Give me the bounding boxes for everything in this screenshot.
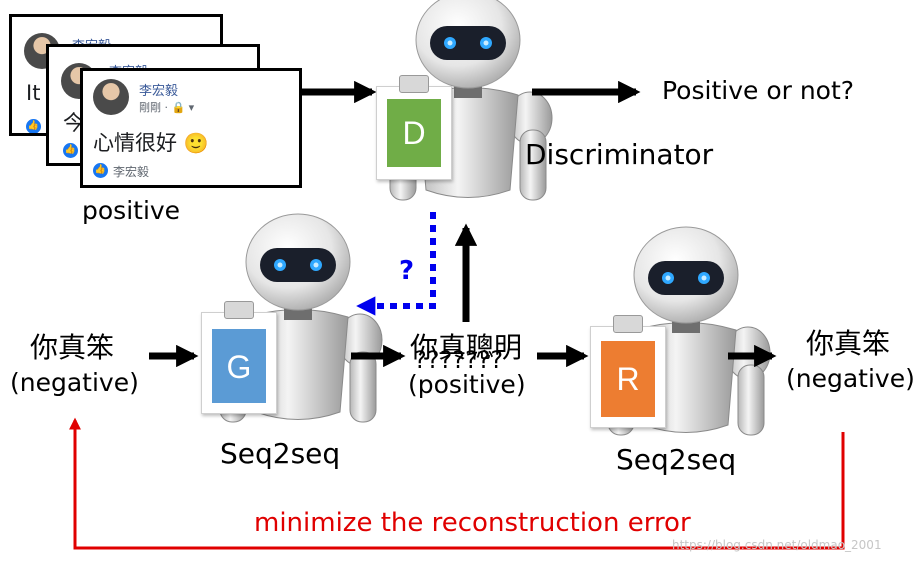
g-badge-fill [212,329,266,403]
r-badge: R [590,315,666,428]
discriminator-label: Discriminator [525,138,714,171]
input-sentiment-label: (negative) [10,368,139,397]
badge-clip-icon [224,301,254,319]
d-badge-fill [387,99,441,167]
reconstruction-label: minimize the reconstruction error [254,508,691,538]
middle-chinese-label: 你真聰明 [410,331,523,364]
post-author: 李宏毅 [139,84,179,99]
reconstruction-loop-arrow [69,417,845,550]
g-letter: G [226,349,252,385]
seq2seq-g-label: Seq2seq [220,437,341,470]
like-icon: 👍 [93,163,108,178]
avatar [93,79,129,115]
middle-sentiment-label: (positive) [408,370,526,399]
input-chinese-label: 你真笨 [30,331,115,364]
middle-garbled-label: ??????? [414,346,504,374]
g-badge: G [201,301,277,414]
badge-clip-icon [613,315,643,333]
feedback-arrow-dotted [356,212,436,316]
post-meta: 剛剛 · 🔒 ▾ [139,101,195,114]
post-text: 心情很好 🙂 [93,127,209,157]
seq2seq-r-label: Seq2seq [616,443,737,476]
r-badge-fill [601,341,655,417]
post-text-content: 心情很好 [93,131,177,155]
output-sentiment-label: (negative) [786,364,915,393]
output-chinese-label: 你真笨 [806,327,891,360]
r-letter: R [616,361,640,397]
d-badge: D [376,75,452,180]
post-liker: 李宏毅 [113,165,150,179]
like-icon: 👍 [63,143,78,158]
watermark: https://blog.csdn.net/oldmao_2001 [672,538,882,552]
badge-clip-icon [399,75,429,93]
d-letter: D [402,115,426,151]
post-card-front: 李宏毅 剛剛 · 🔒 ▾ 心情很好 🙂 👍 李宏毅 [80,68,302,188]
like-icon: 👍 [26,119,41,133]
positive-or-not-label: Positive or not? [662,76,855,105]
post-text: 今 [63,111,84,135]
positive-label: positive [82,196,181,225]
smile-emoji-icon: 🙂 [183,131,209,155]
question-mark-label: ? [399,256,415,286]
